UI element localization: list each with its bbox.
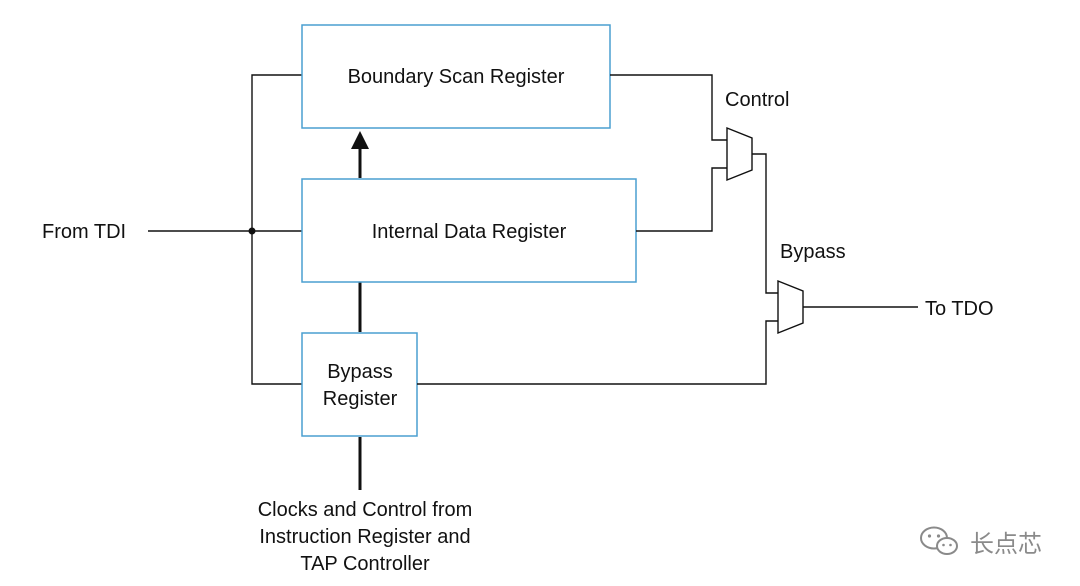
wire-control-mux-to-bypass-mux <box>752 153 778 294</box>
watermark: 长点芯 <box>918 522 1058 558</box>
wire-boundary-to-control-mux <box>610 74 727 141</box>
control-mux <box>726 126 753 182</box>
from-tdi-label: From TDI <box>42 221 126 243</box>
boundary-scan-register-box <box>301 24 611 129</box>
control-label: Control <box>725 89 789 111</box>
clocks-label-line3: TAP Controller <box>300 553 430 575</box>
clocks-label-line2: Instruction Register and <box>259 526 470 548</box>
clocks-label-line1: Clocks and Control from <box>258 499 473 521</box>
internal-data-register-label: Internal Data Register <box>372 221 567 243</box>
wire-tdi-bus <box>251 74 302 385</box>
wire-internal-to-control-mux <box>636 167 727 232</box>
wechat-icon <box>920 526 958 555</box>
bypass-mux <box>777 279 804 335</box>
internal-data-register-box <box>301 178 637 283</box>
to-tdo-label: To TDO <box>925 298 994 320</box>
bypass-register-label-line1: Bypass <box>327 361 393 383</box>
bypass-register-label-line2: Register <box>323 388 398 410</box>
bypass-register-box <box>301 332 418 437</box>
watermark-text: 长点芯 <box>970 530 1042 558</box>
bypass-mux-label: Bypass <box>780 241 846 263</box>
wire-bypass-register-to-mux <box>417 320 778 385</box>
junction-dot <box>248 227 256 235</box>
boundary-scan-register-label: Boundary Scan Register <box>348 66 565 88</box>
